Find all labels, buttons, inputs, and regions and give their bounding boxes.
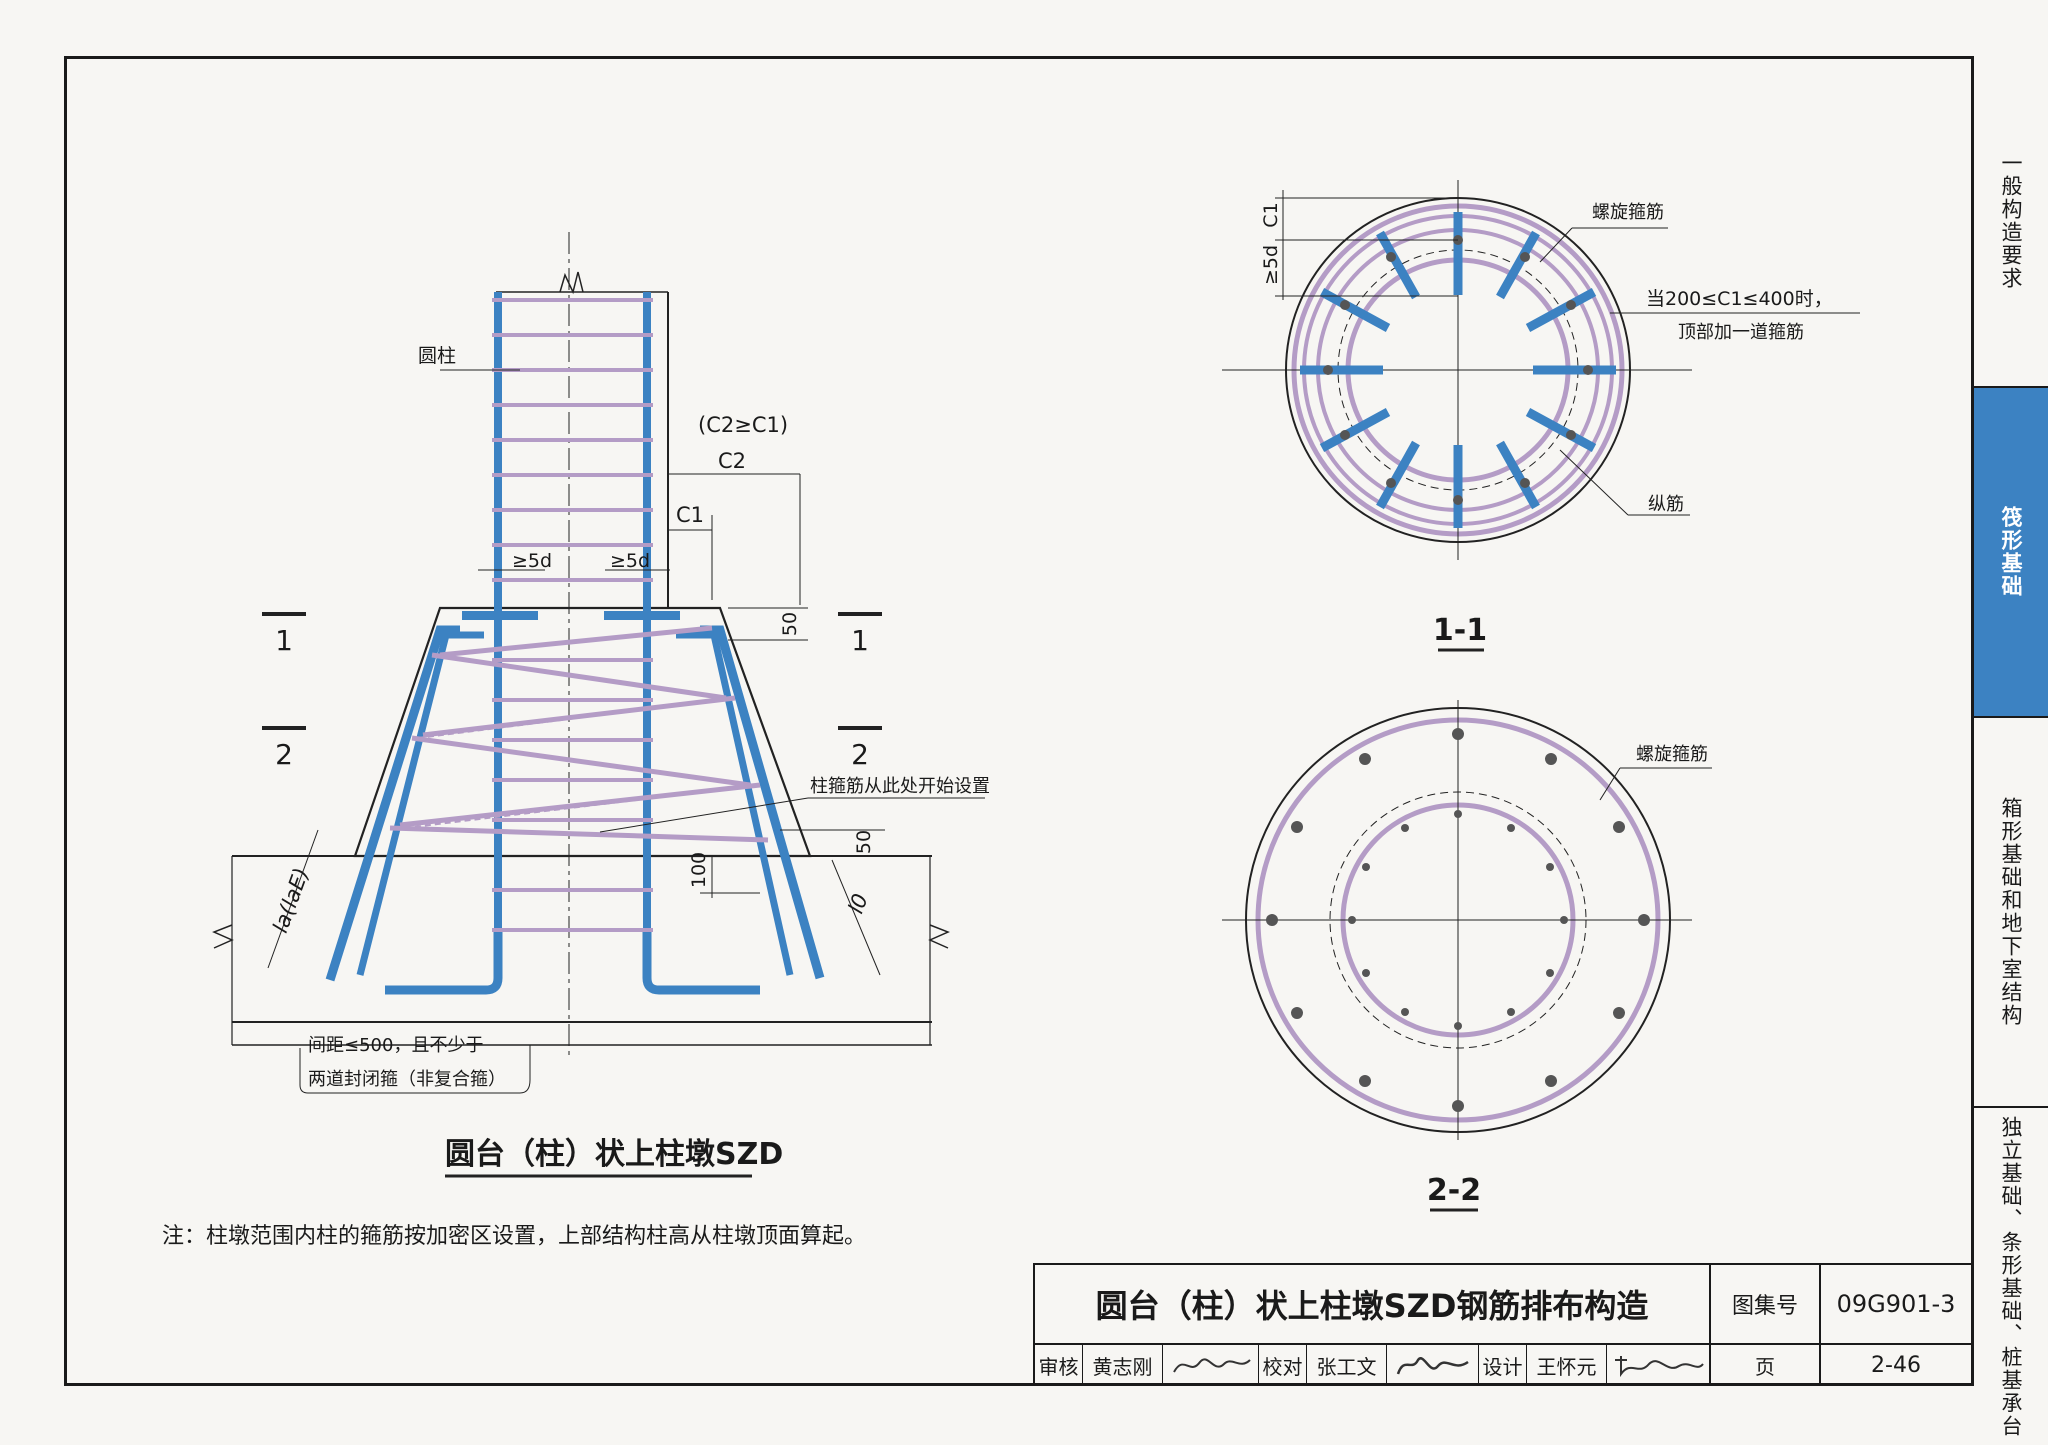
check-label: 校对 [1259,1345,1307,1385]
designer-name: 王怀元 [1527,1345,1607,1385]
page-label: 页 [1711,1345,1821,1385]
section1-dim-5d: ≥5d [1260,245,1282,285]
reviewer-name: 黄志刚 [1083,1345,1163,1385]
section2-spiral-label: 螺旋箍筋 [1636,744,1708,765]
spacing-note-line1: 间距≤500，且不少于 [308,1035,483,1056]
review-label: 审核 [1035,1345,1083,1385]
c2-condition: (C2≥C1) [698,413,788,437]
section-mark-1-left: 1 [275,624,293,657]
main-caption: 圆台（柱）状上柱墩SZD [445,1137,783,1172]
tab-label: 一般构造要求 [1999,152,2023,290]
tab-isolated-foundation[interactable]: 独立基础、条形基础、桩基承台 [1974,1106,2048,1445]
section-mark-1-right: 1 [851,624,869,657]
reviewer-signature [1163,1345,1259,1385]
tab-label: 独立基础、条形基础、桩基承台 [1999,1115,2023,1438]
drawing-note: 注：柱墩范围内柱的箍筋按加密区设置，上部结构柱高从柱墩顶面算起。 [162,1224,867,1249]
section1-spiral-label: 螺旋箍筋 [1592,202,1664,223]
dim-100: 100 [688,852,710,888]
design-label: 设计 [1479,1345,1527,1385]
section1-long-bar-label: 纵筋 [1648,494,1684,515]
column-label: 圆柱 [418,345,456,367]
c1-label: C1 [676,503,704,527]
checker-signature [1387,1345,1479,1385]
section-mark-2-right: 2 [851,738,869,771]
section1-top-stirrup-2: 顶部加一道箍筋 [1678,322,1804,343]
page-number: 2-46 [1871,1352,1921,1378]
c2-label: C2 [718,449,746,473]
section-1-1-view: C1 ≥5d 螺旋箍筋 当200≤C1≤400时， 顶部加一道箍筋 纵筋 1-1 [1222,180,1860,652]
section1-dim-c1: C1 [1260,202,1282,227]
l0-label: l0 [844,891,873,917]
dim-50-side: 50 [853,830,875,854]
section1-title: 1-1 [1433,613,1487,648]
elevation-view: 1 1 2 2 圆柱 (C2≥C1) C2 C1 ≥5d ≥5d 50 50 1… [212,232,990,1178]
drawing-sheet [64,56,1974,1386]
tab-label: 筏形基础 [1999,506,2023,598]
five-d-left: ≥5d [512,550,552,572]
atlas-label: 图集号 [1711,1265,1821,1345]
tab-raft-foundation[interactable]: 筏形基础 [1974,386,2048,716]
la-label: la(laE) [268,865,313,936]
atlas-number: 09G901-3 [1821,1265,1971,1345]
checker-name: 张工文 [1307,1345,1387,1385]
section-2-2-view: 螺旋箍筋 2-2 [1222,700,1712,1212]
designer-signature [1607,1345,1711,1385]
section2-title: 2-2 [1427,1173,1481,1208]
spacing-note-line2: 两道封闭箍（非复合箍） [308,1069,506,1090]
section-mark-2-left: 2 [275,738,293,771]
tab-box-foundation[interactable]: 箱形基础和地下室结构 [1974,716,2048,1106]
section1-top-stirrup-1: 当200≤C1≤400时， [1646,288,1833,310]
chapter-sidebar: 一般构造要求 筏形基础 箱形基础和地下室结构 独立基础、条形基础、桩基承台 [1974,56,2048,1445]
dim-50-top: 50 [779,612,801,636]
title-block: 圆台（柱）状上柱墩SZD钢筋排布构造 图集号 09G901-3 审核 黄志刚 校… [1033,1263,1971,1385]
title-block-title: 圆台（柱）状上柱墩SZD钢筋排布构造 [1035,1265,1711,1345]
tab-label: 箱形基础和地下室结构 [1999,797,2023,1027]
five-d-right: ≥5d [610,550,650,572]
stirrup-start-label: 柱箍筋从此处开始设置 [810,776,990,797]
tab-general-requirements[interactable]: 一般构造要求 [1974,56,2048,386]
